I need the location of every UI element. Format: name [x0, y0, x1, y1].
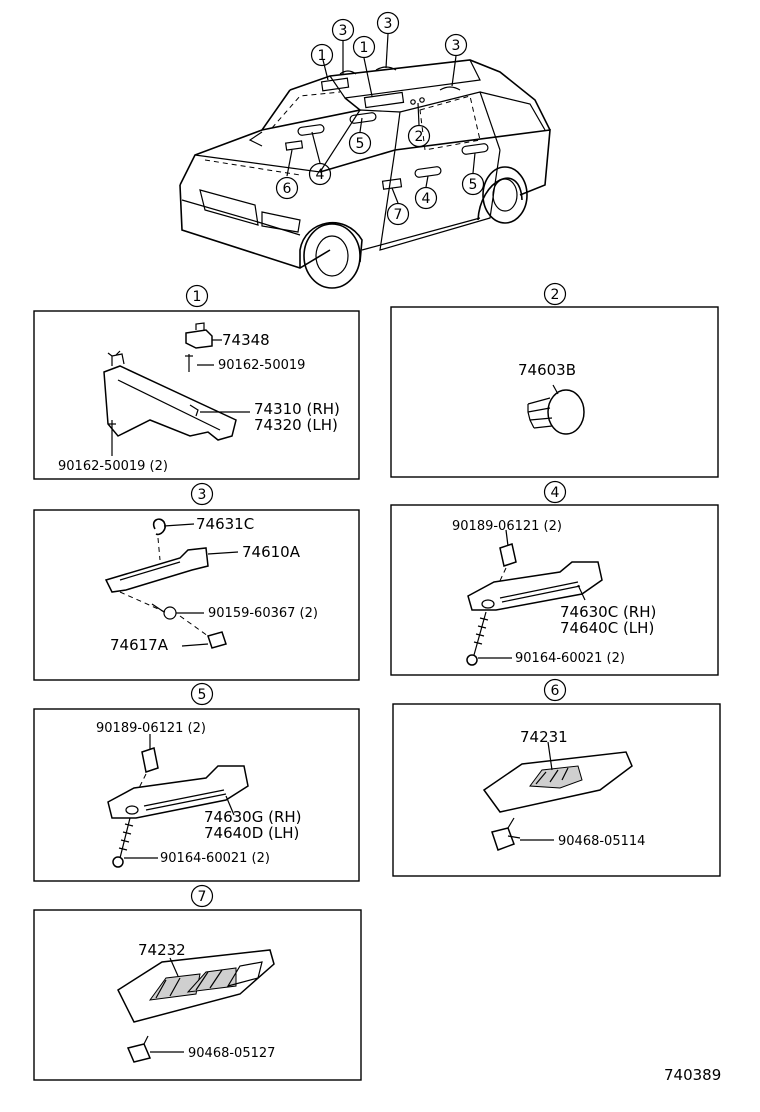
callout-3b: 3 [384, 16, 393, 32]
part-74610a: 74610A [242, 543, 301, 561]
part-74348: 74348 [222, 331, 270, 349]
clip [491, 827, 515, 851]
section-1-label: 1 [193, 289, 202, 305]
part-90164-60021-2: 90164-60021 (2) [515, 651, 625, 666]
section-5: 5 90189-06121 (2) 74630G (RH) 74640D (LH… [33, 682, 360, 882]
part-74617a: 74617A [110, 636, 169, 654]
part-90189-06121-2b: 90189-06121 (2) [96, 721, 206, 736]
callout-6: 6 [283, 181, 292, 197]
part-90164-60021-2b: 90164-60021 (2) [160, 851, 270, 866]
part-74232: 74232 [138, 941, 186, 959]
overview-callouts: 1 3 1 3 3 2 5 4 6 7 4 5 [275, 11, 485, 226]
assist-grip [104, 547, 209, 593]
callout-2: 2 [415, 129, 424, 145]
part-74320-lh: 74320 (LH) [254, 416, 338, 434]
callout-1b: 1 [360, 40, 369, 56]
part-74310-rh: 74310 (RH) [254, 400, 340, 418]
part-74630c-rh: 74630C (RH) [560, 603, 656, 621]
clip [141, 747, 159, 773]
section-4-label: 4 [551, 485, 560, 501]
part-74603b: 74603B [518, 361, 576, 379]
part-74630g-rh: 74630G (RH) [204, 808, 302, 826]
coat-hook [152, 518, 166, 536]
section-6-label: 6 [551, 683, 560, 699]
section-3-label: 3 [198, 487, 207, 503]
section-2-label: 2 [551, 287, 560, 303]
sun-visor [103, 365, 237, 441]
section-4: 4 90189-06121 (2) 74630C (RH) 74640C (LH… [390, 480, 719, 676]
section-3: 3 74631C 74610A 90159-60367 (2) 74617A [33, 482, 360, 681]
section-7-label: 7 [198, 889, 207, 905]
part-90468-05114: 90468-05114 [558, 834, 645, 849]
sun-visor-holder [185, 329, 213, 349]
callout-5a: 5 [356, 136, 365, 152]
part-74631c: 74631C [196, 515, 254, 533]
part-90162-50019: 90162-50019 [218, 358, 305, 373]
part-90189-06121-2: 90189-06121 (2) [452, 519, 562, 534]
part-74640c-lh: 74640C (LH) [560, 619, 654, 637]
callout-1a: 1 [318, 48, 327, 64]
callout-3a: 3 [339, 23, 348, 39]
callout-4b: 4 [422, 191, 431, 207]
section-7: 7 74232 90468-05127 [33, 884, 362, 1081]
callout-3c: 3 [452, 38, 461, 54]
section-1: 1 74348 90162-50019 74310 (RH) 74320 (LH… [33, 284, 360, 480]
section-6: 6 74231 90468-05114 [392, 678, 721, 877]
vehicle-illustration [179, 33, 551, 289]
clip-head [547, 389, 585, 435]
section-2: 2 74603B [390, 282, 719, 478]
callout-7: 7 [394, 207, 403, 223]
part-90159-60367-2: 90159-60367 (2) [208, 606, 318, 621]
section-5-label: 5 [198, 687, 207, 703]
clip [126, 1043, 152, 1063]
part-90468-05127: 90468-05127 [188, 1046, 275, 1061]
part-74640d-lh: 74640D (LH) [204, 824, 299, 842]
assist-grip [107, 765, 249, 819]
diagram-code: 740389 [664, 1066, 721, 1084]
part-90162-50019-2: 90162-50019 (2) [58, 459, 168, 474]
clip [499, 543, 517, 567]
callout-5b: 5 [469, 177, 478, 193]
part-74231: 74231 [520, 728, 568, 746]
callout-4a: 4 [316, 167, 325, 183]
cap [207, 631, 227, 649]
